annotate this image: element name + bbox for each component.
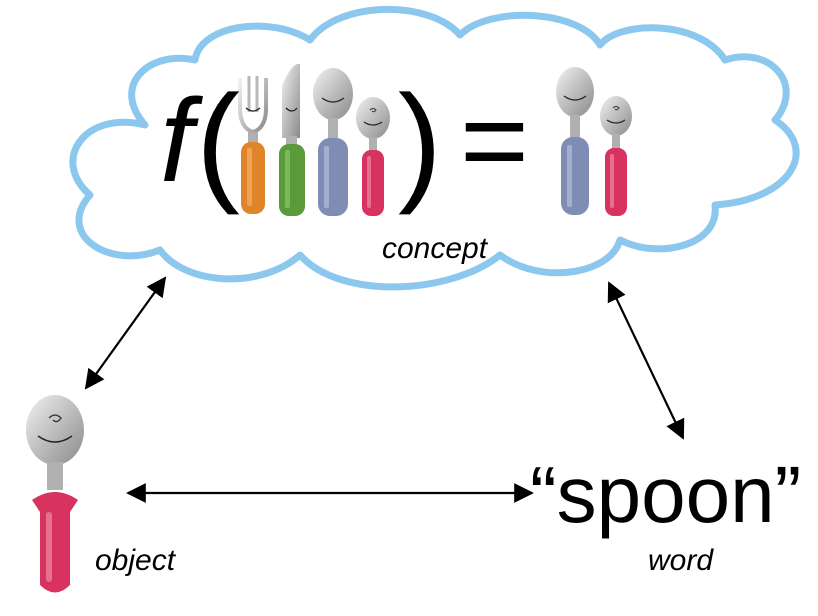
object-spoon-icon xyxy=(26,395,84,593)
output-spoon-icon xyxy=(556,67,594,215)
output-small-spoon-icon xyxy=(600,96,632,216)
arrow-concept-object xyxy=(84,276,167,390)
word-spoon: “spoon” xyxy=(530,450,802,539)
arrow-concept-word xyxy=(607,281,685,440)
object-label: object xyxy=(95,544,176,577)
equals-sign: = xyxy=(460,75,529,207)
spoon-icon xyxy=(313,68,353,216)
fork-icon xyxy=(238,76,268,214)
small-spoon-icon xyxy=(356,97,390,216)
concept-label: concept xyxy=(382,232,488,265)
function-symbol: f xyxy=(160,75,193,207)
word-label: word xyxy=(648,544,714,577)
knife-icon xyxy=(279,63,305,216)
close-paren: ) xyxy=(398,68,442,215)
concept-cloud xyxy=(69,5,800,291)
open-paren: ( xyxy=(196,68,240,215)
